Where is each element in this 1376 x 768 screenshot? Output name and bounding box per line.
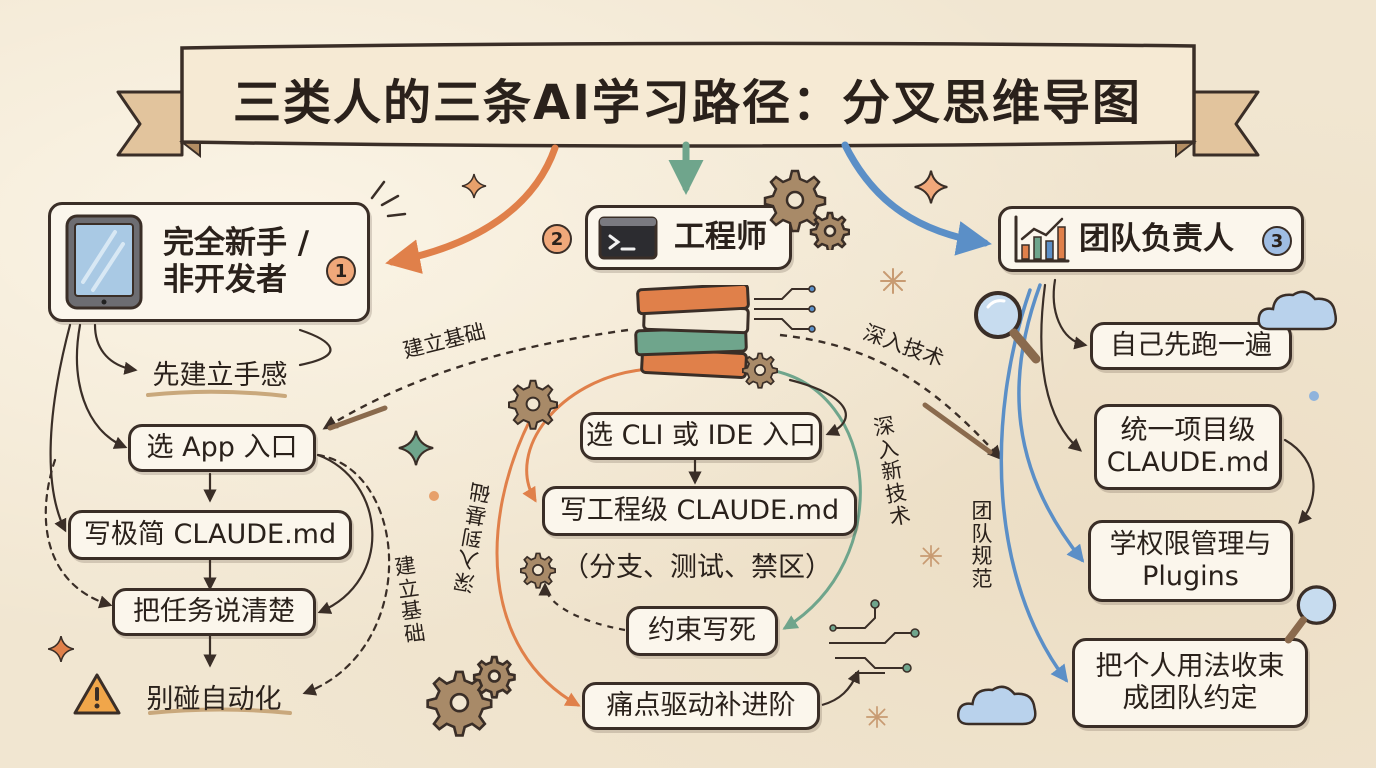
lead-step-unify-line1: 统一项目级	[1120, 415, 1256, 447]
lead-badge: 3	[1262, 226, 1292, 256]
lead-step-permissions-line1: 学权限管理与	[1109, 529, 1272, 561]
sparkle-icon	[920, 545, 942, 567]
gear-icon	[763, 169, 850, 250]
branch-arrow-lead	[841, 141, 992, 256]
sparkle-icon	[398, 430, 434, 466]
gear-icon	[742, 352, 778, 389]
lead-header-card[interactable]: 团队负责人	[998, 206, 1304, 272]
novice-header-line1: 完全新手 /	[163, 225, 310, 262]
novice-step-app-entry[interactable]: 选 App 入口	[128, 424, 316, 472]
sparkle-icon	[47, 635, 75, 663]
cloud-icon	[1257, 290, 1337, 331]
engineer-step-detail: （分支、测试、禁区）	[562, 551, 832, 583]
title-ribbon	[116, 41, 1260, 159]
page-title: 三类人的三条AI学习路径：分叉思维导图	[232, 75, 1142, 131]
warning-icon	[73, 673, 121, 715]
lead-step-permissions-line2: Plugins	[1142, 561, 1239, 592]
lead-header-label: 团队负责人	[1079, 220, 1234, 257]
lead-step-unify-line2: CLAUDE.md	[1106, 447, 1270, 478]
sparkle-icon	[461, 173, 487, 199]
lead-step-convention-line2: 成团队约定	[1122, 683, 1258, 714]
gear-icon	[508, 379, 558, 430]
magnifier-icon	[974, 291, 1041, 364]
chart-icon	[1014, 215, 1070, 263]
novice-step-avoid-automation: 别碰自动化	[146, 683, 282, 715]
sparkle-icon	[880, 268, 906, 294]
novice-step-minimal-claude-md[interactable]: 写极简 CLAUDE.md	[68, 510, 352, 560]
engineer-step-pain-driven-advanced[interactable]: 痛点驱动补进阶	[582, 682, 820, 730]
cloud-icon	[956, 685, 1037, 726]
lead-step-team-convention[interactable]: 把个人用法收束 成团队约定	[1072, 638, 1308, 728]
edge-label-team-norms: 团队规范	[971, 499, 993, 592]
sparkle-icon	[866, 706, 888, 728]
engineer-step-cli-ide-entry[interactable]: 选 CLI 或 IDE 入口	[580, 412, 822, 460]
sparkle-icon	[429, 491, 439, 501]
novice-step-describe-task[interactable]: 把任务说清楚	[112, 588, 316, 636]
engineer-header-label: 工程师	[674, 219, 767, 256]
engineer-step-hard-constraints[interactable]: 约束写死	[626, 606, 778, 656]
tablet-icon	[65, 214, 143, 310]
sparkle-icon	[1309, 391, 1319, 401]
gear-icon	[520, 552, 556, 589]
circuit-icon	[829, 599, 920, 674]
novice-header-line2: 非开发者	[163, 262, 287, 298]
sparkle-icon	[914, 170, 948, 204]
gear-icon	[426, 655, 516, 737]
lead-step-permissions-plugins[interactable]: 学权限管理与 Plugins	[1088, 520, 1293, 602]
circuit-icon	[754, 285, 816, 333]
engineer-badge: 2	[542, 224, 572, 254]
lead-step-unify-claude-md[interactable]: 统一项目级 CLAUDE.md	[1094, 404, 1282, 490]
novice-badge: 1	[326, 256, 356, 286]
lead-step-convention-line1: 把个人用法收束	[1095, 651, 1285, 683]
magnifier-icon	[1284, 585, 1337, 644]
terminal-icon	[598, 216, 658, 260]
engineer-step-project-claude-md[interactable]: 写工程级 CLAUDE.md	[542, 486, 857, 536]
lead-step-try-yourself[interactable]: 自己先跑一遍	[1090, 322, 1292, 370]
books-icon	[634, 285, 750, 380]
novice-step-feel: 先建立手感	[152, 359, 288, 391]
branch-arrow-novice	[385, 144, 559, 274]
